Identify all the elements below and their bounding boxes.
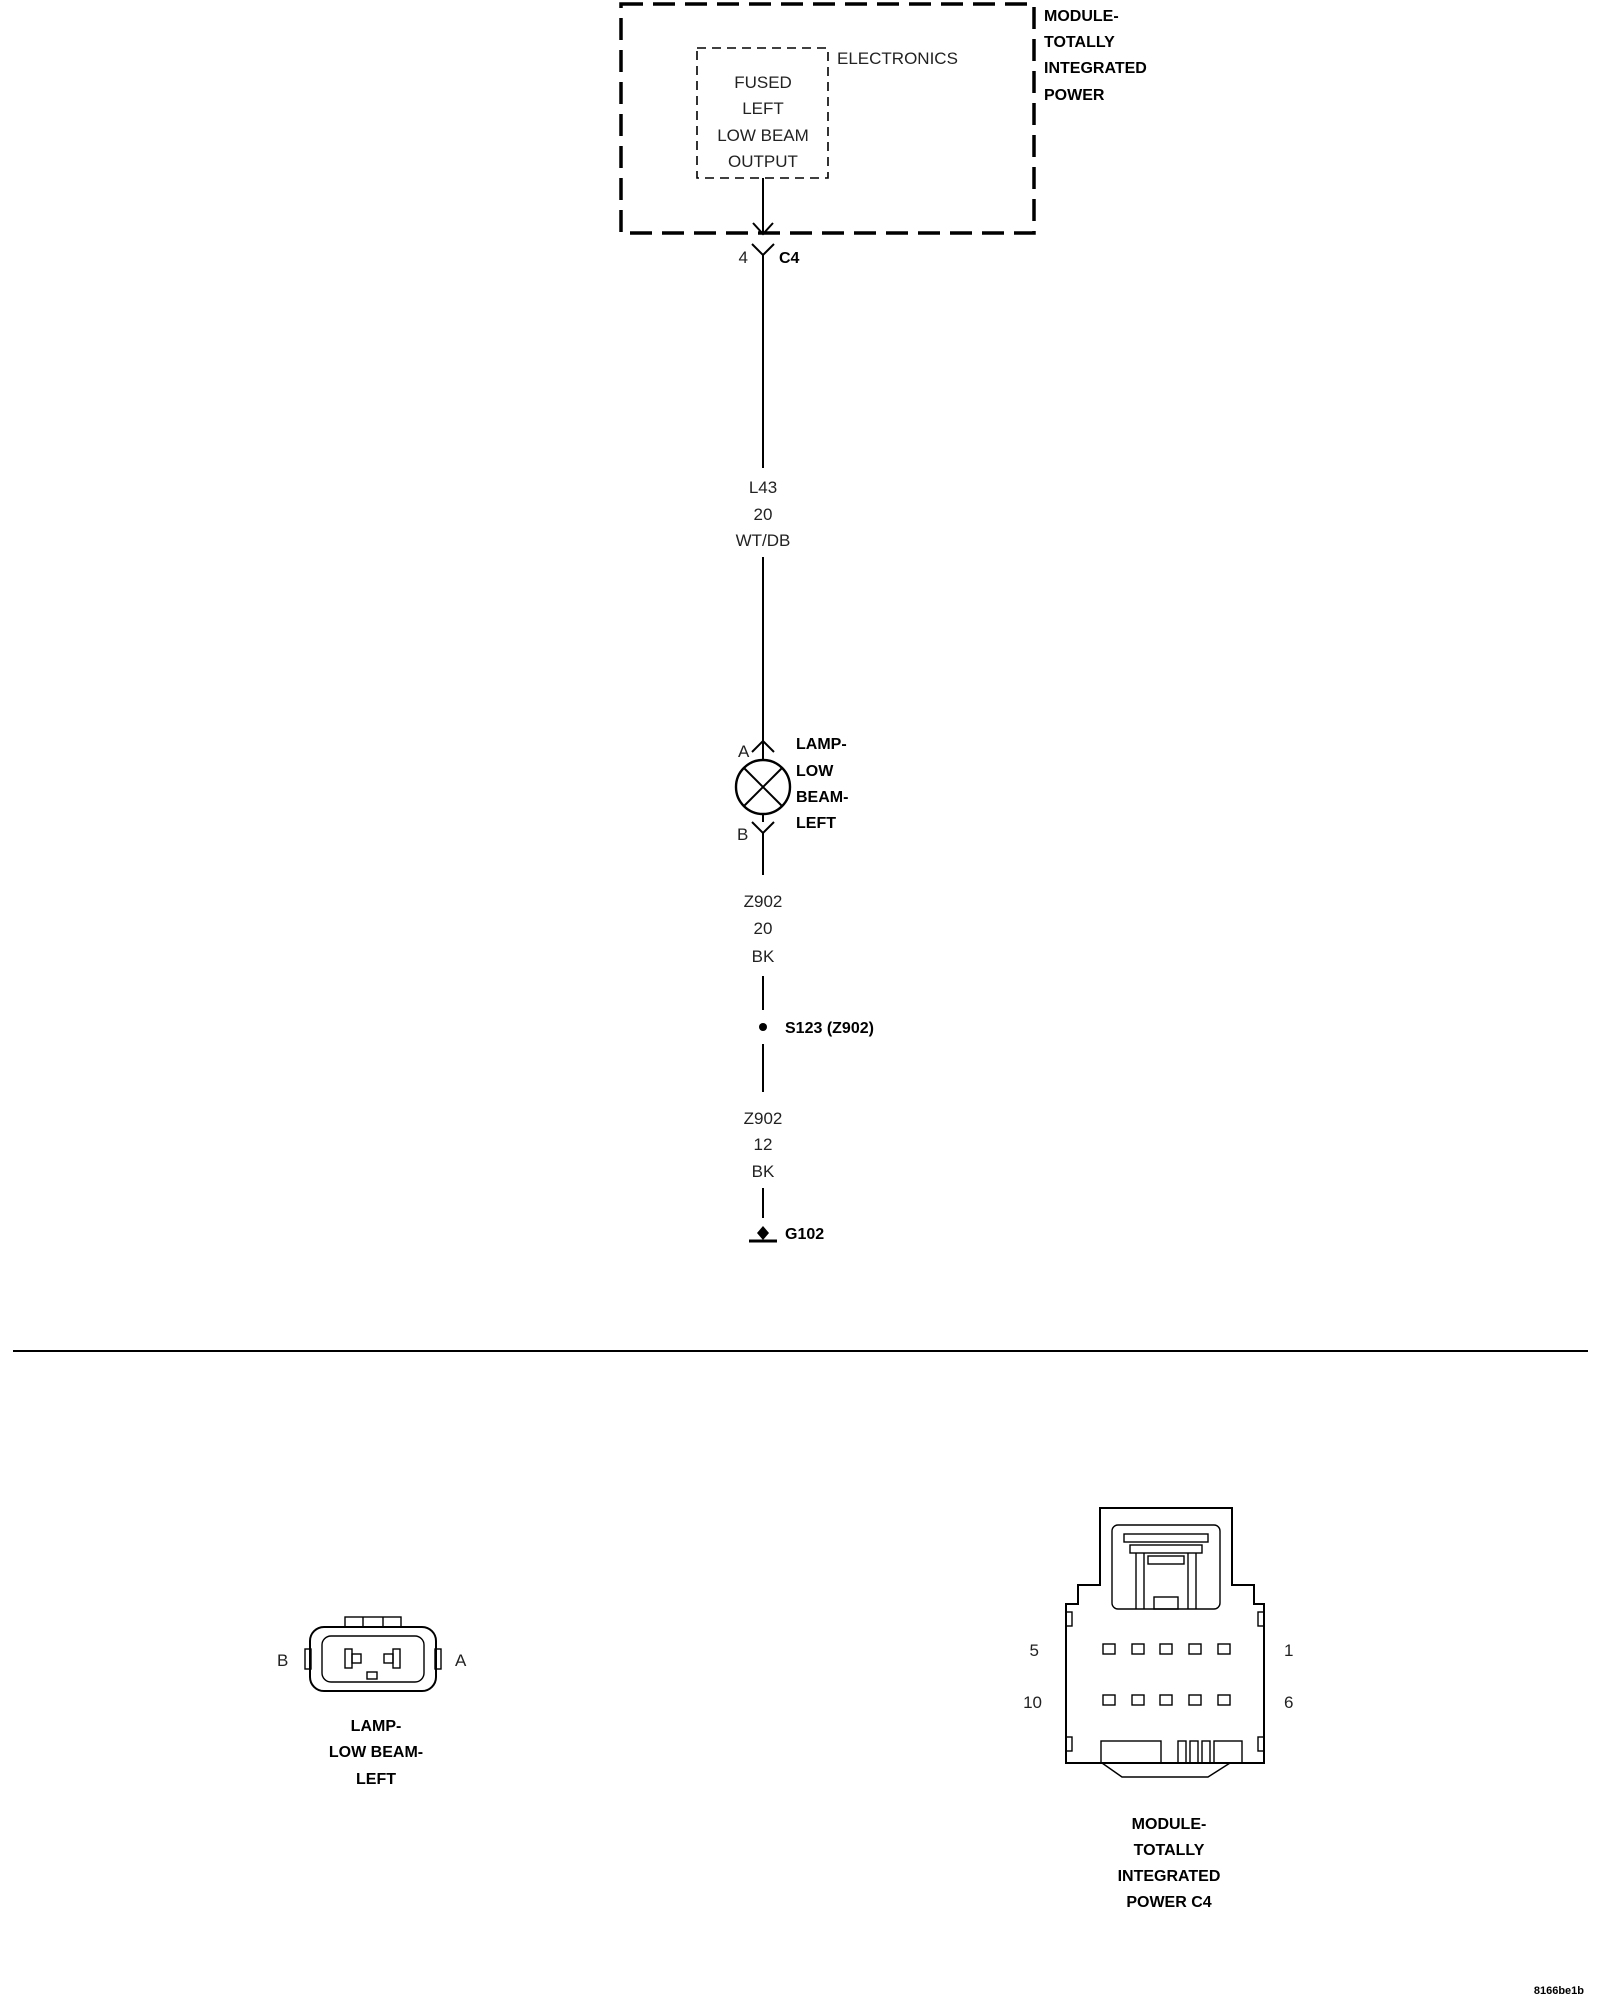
lamp-connector-pin-left: B bbox=[277, 1651, 288, 1670]
module-name-line-2: TOTALLY bbox=[1044, 34, 1115, 51]
lamp-connector-name-line-3: LEFT bbox=[356, 1771, 396, 1788]
output-arrow-icon bbox=[752, 222, 774, 236]
module-connector-pin-top-right: 1 bbox=[1284, 1641, 1293, 1660]
cavity-3 bbox=[1159, 1643, 1173, 1655]
lamp-connector-body bbox=[309, 1626, 437, 1692]
module-connector-bottom-key-1 bbox=[1100, 1740, 1162, 1764]
module-name-line-3: INTEGRATED bbox=[1044, 60, 1147, 77]
module-connector-pin-bottom-left: 10 bbox=[1023, 1693, 1042, 1712]
cavity-7 bbox=[1188, 1694, 1202, 1706]
output-label-line-2: LEFT bbox=[742, 99, 784, 118]
module-connector-bottom-key-5 bbox=[1213, 1740, 1243, 1764]
lamp-connector-pin-right: A bbox=[455, 1651, 467, 1670]
module-internal-label: ELECTRONICS bbox=[837, 49, 958, 68]
wire-z902-12-gauge: 12 bbox=[754, 1135, 773, 1154]
lamp-name-line-1: LAMP- bbox=[796, 736, 847, 753]
module-connector-left-ear-bottom bbox=[1065, 1736, 1073, 1752]
module-connector-face-view: 5 1 10 6 MODULE- TOTALLY INTEGRATED POWE… bbox=[1023, 1507, 1293, 1911]
lamp-connector-inner bbox=[321, 1635, 425, 1683]
wire-z902-20-color: BK bbox=[752, 947, 775, 966]
wire-l43-gauge: 20 bbox=[754, 505, 773, 524]
lamp-pin-bottom: B bbox=[737, 825, 748, 844]
ground-label: G102 bbox=[785, 1226, 824, 1243]
lamp-pin-top: A bbox=[738, 742, 750, 761]
cavity-1 bbox=[1217, 1643, 1231, 1655]
connector-chevron-icon bbox=[751, 243, 775, 257]
cavity-6 bbox=[1217, 1694, 1231, 1706]
splice-s123: S123 (Z902) bbox=[759, 1020, 874, 1037]
module-connector-bottom-key-2 bbox=[1177, 1740, 1187, 1764]
module-outer-dashed-box bbox=[619, 2, 1036, 235]
lamp-low-beam-left: A B LAMP- LOW BEAM- LEFT bbox=[734, 736, 848, 844]
module-connector-right-ear-top bbox=[1257, 1611, 1265, 1627]
lamp-connector-terminal-a bbox=[392, 1648, 401, 1669]
lamp-connector-name-line-2: LOW BEAM- bbox=[329, 1744, 423, 1761]
module-connector-name-line-4: POWER C4 bbox=[1126, 1894, 1211, 1911]
wire-l43-color: WT/DB bbox=[736, 531, 791, 550]
module-connector-body bbox=[1065, 1507, 1265, 1764]
module-connector-bottom-lip bbox=[1101, 1762, 1231, 1778]
cavity-4 bbox=[1131, 1643, 1145, 1655]
module-connector-latch-bar-1 bbox=[1123, 1533, 1209, 1543]
lamp-cross-2 bbox=[743, 767, 783, 807]
lamp-connector-key bbox=[366, 1671, 378, 1680]
module-connector-bottom-key-4 bbox=[1201, 1740, 1211, 1764]
module-connector-bottom-key-3 bbox=[1189, 1740, 1199, 1764]
wire-z902-12-circuit: Z902 bbox=[744, 1109, 783, 1128]
lamp-connector-left-ear bbox=[304, 1648, 312, 1670]
output-label-line-4: OUTPUT bbox=[728, 152, 798, 171]
lamp-connector-top-latch bbox=[344, 1616, 402, 1628]
output-label-line-1: FUSED bbox=[734, 73, 792, 92]
output-label-line-3: LOW BEAM bbox=[717, 126, 809, 145]
module-connector-right-ear-bottom bbox=[1257, 1736, 1265, 1752]
module-name-line-1: MODULE- bbox=[1044, 8, 1119, 25]
splice-label: S123 (Z902) bbox=[785, 1020, 874, 1037]
lamp-name-line-4: LEFT bbox=[796, 815, 836, 832]
module-internal-dashed-box bbox=[696, 47, 829, 179]
module-tipm: ELECTRONICS FUSED LEFT LOW BEAM OUTPUT M… bbox=[619, 2, 1147, 235]
lamp-connector-terminal-a-tab bbox=[383, 1653, 394, 1664]
module-connector-latch-bar-3 bbox=[1147, 1555, 1185, 1565]
module-connector-left-ear-top bbox=[1065, 1611, 1073, 1627]
lamp-connector-terminal-b bbox=[344, 1648, 353, 1669]
ground-marker-icon bbox=[757, 1226, 769, 1240]
wire-l43-circuit: L43 bbox=[749, 478, 777, 497]
ground-g102: G102 bbox=[749, 1226, 824, 1243]
wire-z902-20-circuit: Z902 bbox=[744, 892, 783, 911]
lamp-pin-b-chevron-icon bbox=[751, 821, 775, 835]
lamp-name-line-3: BEAM- bbox=[796, 789, 848, 806]
figure-id: 8166be1b bbox=[1534, 1985, 1584, 1997]
connector-pin-number: 4 bbox=[739, 248, 748, 267]
module-connector-pin-bottom-right: 6 bbox=[1284, 1693, 1293, 1712]
splice-dot-icon bbox=[759, 1023, 767, 1031]
module-connector-latch-bar-2 bbox=[1129, 1544, 1203, 1554]
cavity-10 bbox=[1102, 1694, 1116, 1706]
cavity-5 bbox=[1102, 1643, 1116, 1655]
connector-name: C4 bbox=[779, 250, 800, 267]
lamp-connector-name-line-1: LAMP- bbox=[351, 1718, 402, 1735]
module-connector-name-line-1: MODULE- bbox=[1132, 1816, 1207, 1833]
module-connector-pin-top-left: 5 bbox=[1030, 1641, 1039, 1660]
lamp-connector-face-view: B A LAMP- LOW BEAM- LEFT bbox=[277, 1616, 467, 1788]
wire-z902-12-color: BK bbox=[752, 1162, 775, 1181]
wire-z902-20-gauge: 20 bbox=[754, 919, 773, 938]
cavity-8 bbox=[1159, 1694, 1173, 1706]
module-connector-name-line-3: INTEGRATED bbox=[1118, 1868, 1221, 1885]
lamp-pin-a-chevron-icon bbox=[751, 739, 775, 753]
cavity-2 bbox=[1188, 1643, 1202, 1655]
cavity-9 bbox=[1131, 1694, 1145, 1706]
lamp-connector-terminal-b-tab bbox=[351, 1653, 362, 1664]
lamp-name-line-2: LOW bbox=[796, 763, 834, 780]
lamp-connector-right-ear bbox=[434, 1648, 442, 1670]
module-connector-latch-key bbox=[1153, 1596, 1179, 1610]
module-name-line-4: POWER bbox=[1044, 87, 1105, 104]
module-connector-name-line-2: TOTALLY bbox=[1134, 1842, 1205, 1859]
connector-c4-symbol: 4 C4 bbox=[739, 243, 800, 267]
